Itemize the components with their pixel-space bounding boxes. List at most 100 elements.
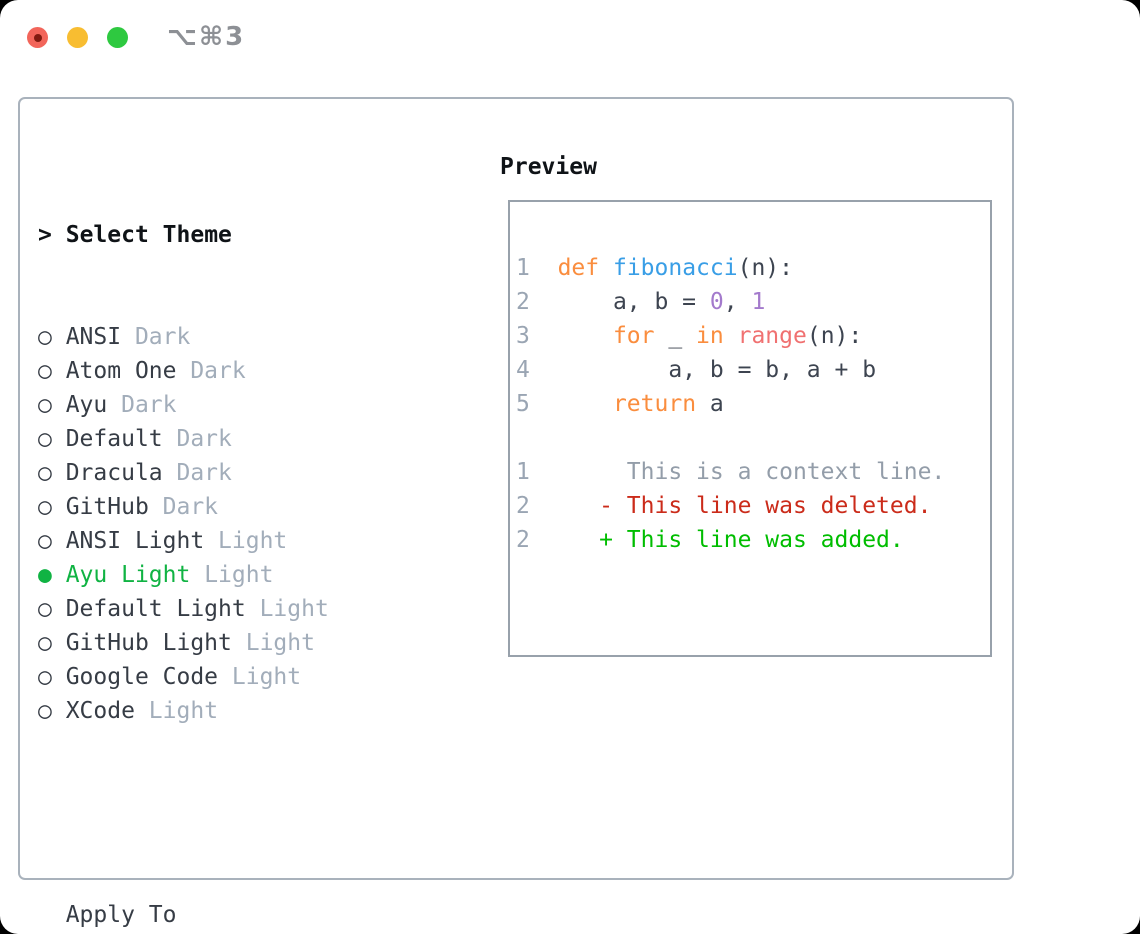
- theme-variant: Light: [245, 596, 329, 622]
- theme-name: Default: [51, 426, 163, 452]
- radio-unselected-icon: ○: [38, 664, 52, 690]
- line-number: 5: [516, 391, 530, 417]
- code-token-fg: [599, 255, 613, 281]
- theme-name: Default Light: [51, 596, 246, 622]
- theme-name: Dracula: [51, 460, 163, 486]
- theme-list: ○ ANSI Dark○ Atom One Dark○ Ayu Dark○ De…: [38, 320, 426, 728]
- select-theme-title: [52, 222, 66, 248]
- window-shortcut-label: ⌥⌘3: [167, 22, 246, 52]
- code-token-added: + This line was added.: [529, 527, 904, 553]
- theme-item-ansi-light[interactable]: ○ ANSI Light Light: [38, 524, 426, 558]
- line-number: 2: [516, 527, 530, 553]
- apply-to-header: Apply To: [38, 898, 426, 932]
- apply-to-title-text: Apply To: [65, 902, 177, 928]
- close-button[interactable]: [27, 27, 48, 48]
- code-token-fg: [530, 323, 613, 349]
- spacer: [38, 796, 426, 830]
- code-token-function: fibonacci: [612, 255, 738, 281]
- theme-variant: Light: [190, 562, 274, 588]
- preview-line-1: 1 def fibonacci(n):: [516, 251, 990, 285]
- theme-variant: Dark: [121, 324, 191, 350]
- radio-selected-icon: ●: [38, 562, 52, 588]
- theme-item-xcode[interactable]: ○ XCode Light: [38, 694, 426, 728]
- theme-item-ayu-light[interactable]: ● Ayu Light Light: [38, 558, 426, 592]
- theme-variant: Light: [231, 630, 315, 656]
- theme-item-default-light[interactable]: ○ Default Light Light: [38, 592, 426, 626]
- radio-unselected-icon: ○: [38, 358, 52, 384]
- preview-line-4: 4 a, b = b, a + b: [516, 353, 990, 387]
- code-token-keyword: in: [696, 323, 724, 349]
- code-token-fg: [530, 391, 613, 417]
- theme-column: > Select Theme ○ ANSI Dark○ Atom One Dar…: [38, 150, 426, 934]
- theme-name: GitHub: [51, 494, 149, 520]
- radio-unselected-icon: ○: [38, 324, 52, 350]
- code-token-fg: [724, 323, 738, 349]
- code-token-number: 0: [709, 289, 724, 315]
- code-token-keyword: for: [612, 323, 655, 349]
- preview-line-5: 5 return a: [516, 387, 990, 421]
- radio-unselected-icon: ○: [38, 596, 52, 622]
- line-number: 2: [516, 289, 530, 315]
- titlebar: ⌥⌘3: [0, 0, 1140, 70]
- minimize-button[interactable]: [67, 27, 88, 48]
- line-number: 1: [516, 459, 530, 485]
- theme-name: Ayu Light: [51, 562, 191, 588]
- code-token-number: 1: [751, 289, 766, 315]
- select-theme-header: > Select Theme: [38, 218, 426, 252]
- radio-unselected-icon: ○: [38, 460, 52, 486]
- theme-item-dracula[interactable]: ○ Dracula Dark: [38, 456, 426, 490]
- code-token-fg: a, b = b, a + b: [529, 357, 877, 383]
- radio-unselected-icon: ○: [38, 494, 52, 520]
- theme-name: ANSI: [51, 324, 122, 350]
- code-token-fg: a, b =: [529, 289, 710, 315]
- theme-item-github[interactable]: ○ GitHub Dark: [38, 490, 426, 524]
- code-token-fg: (n):: [737, 255, 793, 281]
- theme-name: Ayu: [51, 392, 108, 418]
- theme-item-github-light[interactable]: ○ GitHub Light Light: [38, 626, 426, 660]
- theme-variant: Light: [134, 698, 219, 724]
- theme-name: XCode: [51, 698, 135, 724]
- theme-variant: Light: [204, 528, 288, 554]
- preview-line-2: 2 a, b = 0, 1: [516, 285, 990, 319]
- theme-variant: Dark: [176, 358, 246, 384]
- preview-line-9: 2 + This line was added.: [516, 523, 990, 557]
- line-number: 4: [516, 357, 530, 383]
- theme-item-ansi[interactable]: ○ ANSI Dark: [38, 320, 426, 354]
- code-token-keyword: def: [557, 255, 600, 281]
- theme-name: Google Code: [51, 664, 219, 690]
- code-token-fg: [530, 255, 558, 281]
- code-token-keyword: return: [612, 391, 697, 417]
- line-number: 2: [516, 493, 530, 519]
- code-token-fg: a: [696, 391, 724, 417]
- radio-unselected-icon: ○: [38, 426, 52, 452]
- theme-item-atom-one[interactable]: ○ Atom One Dark: [38, 354, 426, 388]
- close-dot-icon: [33, 33, 42, 42]
- code-token-context: This is a context line.: [529, 459, 946, 485]
- code-token-builtin: range: [737, 323, 807, 349]
- theme-picker-panel: > Select Theme ○ ANSI Dark○ Atom One Dar…: [18, 97, 1014, 928]
- line-number: 1: [516, 255, 530, 281]
- code-token-fg: (n):: [806, 323, 863, 349]
- preview-line-3: 3 for _ in range(n):: [516, 319, 990, 353]
- radio-unselected-icon: ○: [38, 528, 52, 554]
- theme-item-google-code[interactable]: ○ Google Code Light: [38, 660, 426, 694]
- theme-item-ayu[interactable]: ○ Ayu Dark: [38, 388, 426, 422]
- zoom-button[interactable]: [107, 27, 128, 48]
- preview-title: Preview: [500, 154, 597, 180]
- line-number: 3: [516, 323, 530, 349]
- theme-variant: Dark: [107, 392, 177, 418]
- theme-item-default[interactable]: ○ Default Dark: [38, 422, 426, 456]
- preview-line-7: 1 This is a context line.: [516, 455, 990, 489]
- theme-variant: Light: [218, 664, 302, 690]
- theme-variant: Dark: [148, 494, 219, 520]
- prompt-caret-icon: >: [38, 222, 52, 248]
- radio-unselected-icon: ○: [38, 698, 52, 724]
- theme-variant: Dark: [162, 460, 232, 486]
- code-token-fg: ,: [723, 289, 752, 315]
- theme-name: Atom One: [51, 358, 177, 384]
- theme-variant: Dark: [162, 426, 232, 452]
- theme-name: GitHub Light: [51, 630, 232, 656]
- radio-unselected-icon: ○: [38, 392, 52, 418]
- apply-to-indent: [38, 902, 66, 928]
